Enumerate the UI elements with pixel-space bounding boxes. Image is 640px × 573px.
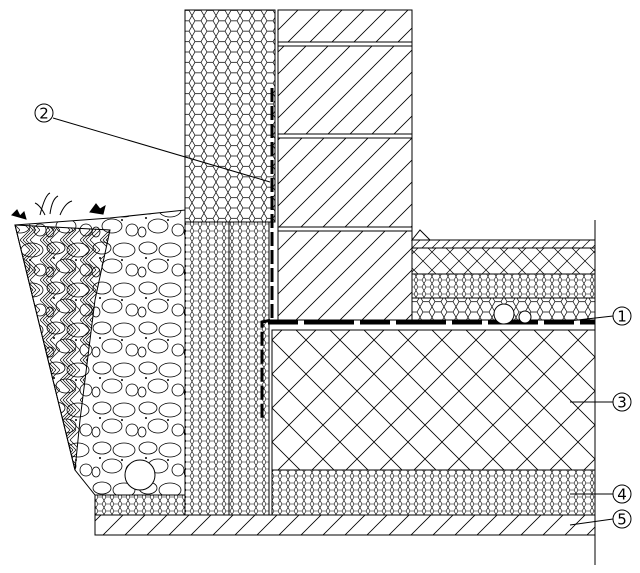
foundation-slab: [271, 329, 596, 471]
callout-3: 3: [570, 392, 632, 412]
soil-backfill: [11, 192, 186, 496]
callout-label: 2: [39, 105, 49, 123]
drain-pipe: [124, 459, 156, 491]
pipe: [493, 303, 515, 325]
vegetation-icon: [11, 192, 106, 220]
callout-label: 4: [617, 486, 627, 504]
callout-2: 2: [34, 103, 271, 183]
perimeter-insulation: [184, 221, 270, 516]
callout-5: 5: [569, 509, 632, 529]
callout-label: 5: [617, 511, 627, 529]
callout-label: 3: [617, 394, 627, 412]
callout-label: 1: [617, 308, 627, 326]
waterproofing-membrane: [260, 88, 595, 420]
callout-4: 4: [570, 484, 632, 504]
floor-layers: [410, 229, 596, 325]
wall-masonry-blocks: [277, 9, 413, 321]
lean-concrete-base: [94, 514, 596, 536]
pipe: [518, 310, 532, 324]
callout-1: 1: [559, 306, 632, 326]
wall-insulation-upper: [184, 9, 276, 223]
